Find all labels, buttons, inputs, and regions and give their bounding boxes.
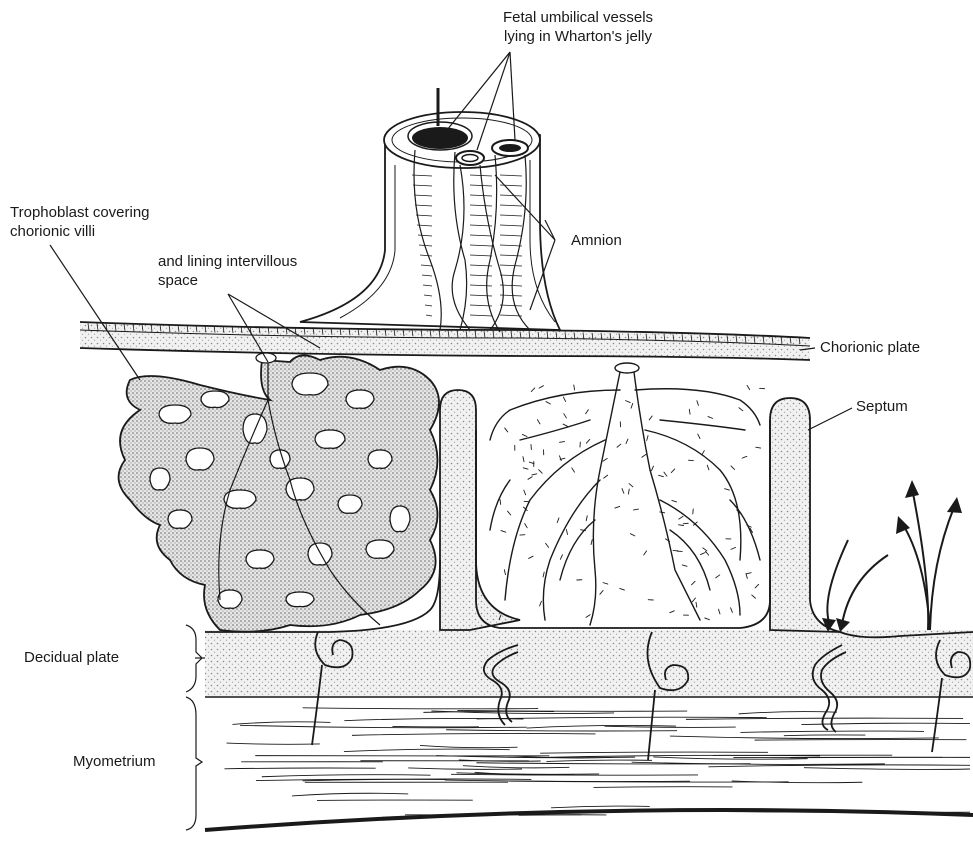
umbilical-artery-1 [456,151,484,165]
label-intervillous-line2: space [158,271,297,290]
label-trophoblast: Trophoblast covering chorionic villi [10,203,150,241]
label-intervillous-line1: and lining intervillous [158,252,297,271]
label-fetal-vessels: Fetal umbilical vessels lying in Wharton… [458,8,698,46]
label-chorionic-plate: Chorionic plate [820,338,920,357]
label-amnion: Amnion [571,231,622,250]
blood-flow-arrowheads [822,480,962,632]
label-fetal-vessels-line1: Fetal umbilical vessels [458,8,698,27]
fetal-vessel-tree [490,363,765,625]
label-fetal-vessels-line2: lying in Wharton's jelly [458,27,698,46]
umbilical-artery-2 [492,140,528,156]
septum-right [770,398,840,632]
label-intervillous: and lining intervillous space [158,252,297,290]
myometrium [205,697,973,853]
label-trophoblast-line1: Trophoblast covering [10,203,150,222]
label-trophoblast-line2: chorionic villi [10,222,150,241]
label-decidual-plate: Decidual plate [24,648,119,667]
blood-flow-arrows [827,488,955,630]
chorionic-plate [80,322,810,360]
label-myometrium: Myometrium [73,752,156,771]
chorionic-villi-tree-left [119,353,439,632]
umbilical-cord [300,88,560,332]
label-septum: Septum [856,397,908,416]
septum-left [440,390,520,630]
